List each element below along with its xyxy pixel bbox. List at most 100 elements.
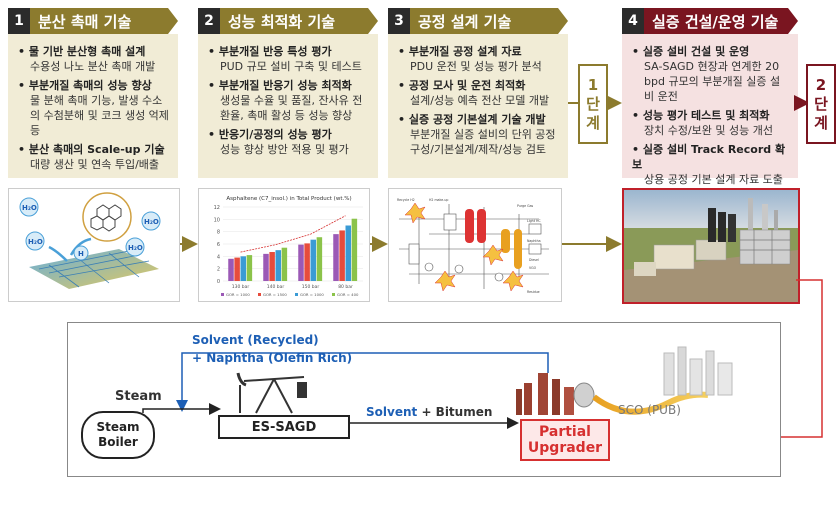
phase-3-item-3-desc: 부분개질 실증 설비의 단위 공정 구성/기본설계/제작/성능 검토 [410,128,556,156]
h2o-label-4: H₂O [128,244,143,252]
chart-legend-label: GOR = 1000 [226,292,250,297]
chart-xtick-label: 140 bar [267,284,285,290]
phase-1-item-2-desc: 물 분해 촉매 기능, 발생 수소의 수첨분해 및 코크 생성 억제 등 [30,94,169,137]
phase-1-number: 1 [8,8,30,34]
phase-3-item-2-head: 공정 모사 및 운전 최적화 [398,78,560,93]
pfd-label-residue: Residue [527,290,540,294]
phase-4-item-3-head: 실증 설비 Track Record 확보 [632,142,790,172]
phase-1-title: 분산 촉매 기술 [38,12,132,31]
chart-bar [269,252,275,281]
phase-2-header: 2 성능 최적화 기술 [198,8,368,34]
phase-2-item-3-head: 반응기/공정의 성능 평가 [208,127,370,142]
h-label: H [78,250,84,258]
phase-3-item-3-head: 실증 공정 기본설계 기술 개발 [398,112,560,127]
phase-4-item-2-desc: 장치 수정/보완 및 성능 개선 [644,124,774,137]
chart-ytick-label: 8 [217,230,220,236]
phase-4-item-1-head: 실증 설비 건설 및 운영 [632,44,790,59]
steam-label: Steam [115,389,162,404]
chart-legend-label: GOR = 1000 [300,292,324,297]
pfd-label-light-hc: Light HC [527,219,541,223]
process-flow-diagram: Recycle H2 H2 make-up Purge Gas Light HC… [388,188,562,302]
phase-1-item-3-head: 분산 촉매의 Scale-up 기술 [18,142,170,157]
solvent-bitumen-label: Solvent + Bitumen [366,405,493,419]
demo-plant-photo [622,188,800,304]
chart-ytick-label: 0 [217,279,220,285]
chart-bar [333,234,339,281]
chart-bar [281,247,288,281]
phase-4-header: 4 실증 건설/운영 기술 [622,8,788,34]
pfd-label-naphtha: Naphtha [527,239,541,243]
chart-ytick-label: 10 [214,217,220,223]
solvent-recycled-label: Solvent (Recycled) [192,333,319,347]
chart-ytick-label: 4 [217,254,220,260]
chart-ytick-label: 12 [214,205,220,211]
phase-3-number: 3 [388,8,410,34]
phase-2-item-1-head: 부분개질 반응 특성 평가 [208,44,370,59]
catalyst-illustration: H₂O H₂O H₂O H H₂O [8,188,180,302]
stage-2-label: 2 단 계 [806,64,836,144]
chart-bar [228,258,234,281]
phase-1-item-1-desc: 수용성 나노 분산 촉매 개발 [30,60,156,73]
chart-xtick-label: 80 bar [338,284,353,290]
chart-trend-line [240,215,346,253]
pfd-label-h2-makeup: H2 make-up [429,198,448,202]
sco-label: SCO (PUB) [618,403,681,417]
chart-bar [240,256,247,281]
chart-ytick-label: 2 [217,267,220,273]
phase-3-item-1-head: 부분개질 공정 설계 자료 [398,44,560,59]
h2o-label-3: H₂O [28,238,43,246]
phase-4-item-1-desc: SA-SAGD 현장과 연계한 20 bpd 규모의 부분개질 실증 설비 운전 [644,60,781,103]
pfd-label-diesel: Diesel [529,258,539,262]
chart-bar [275,250,282,281]
pfd-label-vgo: VGO [529,266,537,270]
phase-4-item-3-desc: 상용 공정 기본 설계 자료 도출 [644,173,783,186]
pfd-label-purge: Purge Gas [517,204,534,208]
phase-4-title: 실증 건설/운영 기술 [652,12,779,31]
steam-boiler-node: Steam Boiler [81,411,155,459]
chart-bar [316,237,323,281]
phase-3-title: 공정 설계 기술 [418,12,512,31]
chart-legend-swatch [258,293,261,296]
phase-1-item-3-desc: 대량 생산 및 연속 투입/배출 [30,158,160,171]
h2o-label-1: H₂O [22,204,37,212]
phase-1-header: 1 분산 촉매 기술 [8,8,168,34]
chart-bar [246,255,253,281]
phase-2-item-2-head: 부분개질 반응기 성능 최적화 [208,78,370,93]
chart-bar [351,218,358,281]
phase-2-box: 부분개질 반응 특성 평가 PUD 규모 설비 구축 및 테스트 부분개질 반응… [198,34,378,178]
chart-bar [310,239,317,281]
phase-3-item-1-desc: PDU 운전 및 성능 평가 분석 [410,60,542,73]
phase-4-box: 실증 설비 건설 및 운영 SA-SAGD 현장과 연계한 20 bpd 규모의… [622,34,798,186]
phase-2-item-3-desc: 성능 향상 방안 적용 및 평가 [220,143,349,156]
chart-bar [339,230,345,281]
chart-title: Asphaltene (C7_insol.) in Total Product … [226,196,351,202]
process-diagram: Solvent (Recycled) + Naphtha (Olefin Ric… [67,322,781,477]
chart-legend-label: GOR = 400 [337,292,359,297]
phase-chevrons [8,8,798,34]
phase-1-box: 물 기반 분산형 촉매 설계 수용성 나노 분산 촉매 개발 부분개질 촉매의 … [8,34,178,178]
chart-svg: Asphaltene (C7_insol.) in Total Product … [214,196,363,297]
naphtha-label: + Naphtha (Olefin Rich) [192,351,353,365]
phase-2-item-1-desc: PUD 규모 설비 구축 및 테스트 [220,60,362,73]
phase-1-item-2-head: 부분개질 촉매의 성능 향상 [18,78,170,93]
chart-ytick-label: 6 [217,242,220,248]
asphaltene-chart: Asphaltene (C7_insol.) in Total Product … [198,188,370,302]
chart-legend-swatch [221,293,224,296]
chart-legend-swatch [332,293,335,296]
stage-arrows [178,95,810,252]
chart-bar [234,257,240,281]
chart-legend-label: GOR = 1500 [263,292,287,297]
stage-1-label: 1 단 계 [578,64,608,144]
chart-xtick-label: 150 bar [302,284,320,290]
partial-upgrader-node: Partial Upgrader [520,419,610,461]
phase-3-item-2-desc: 설계/성능 예측 전산 모델 개발 [410,94,550,107]
pfd-label-recycle-h2: Recycle H2 [397,198,415,202]
chart-xtick-label: 130 bar [232,284,250,290]
phase-2-item-2-desc: 생성물 수율 및 품질, 잔사유 전환율, 촉매 활성 등 성능 향상 [220,94,363,122]
phase-2-title: 성능 최적화 기술 [228,12,336,31]
phase-1-item-1-head: 물 기반 분산형 촉매 설계 [18,44,170,59]
chart-bar [304,243,310,281]
chart-legend-swatch [295,293,298,296]
chart-bar [345,225,352,281]
phase-4-number: 4 [622,8,644,34]
